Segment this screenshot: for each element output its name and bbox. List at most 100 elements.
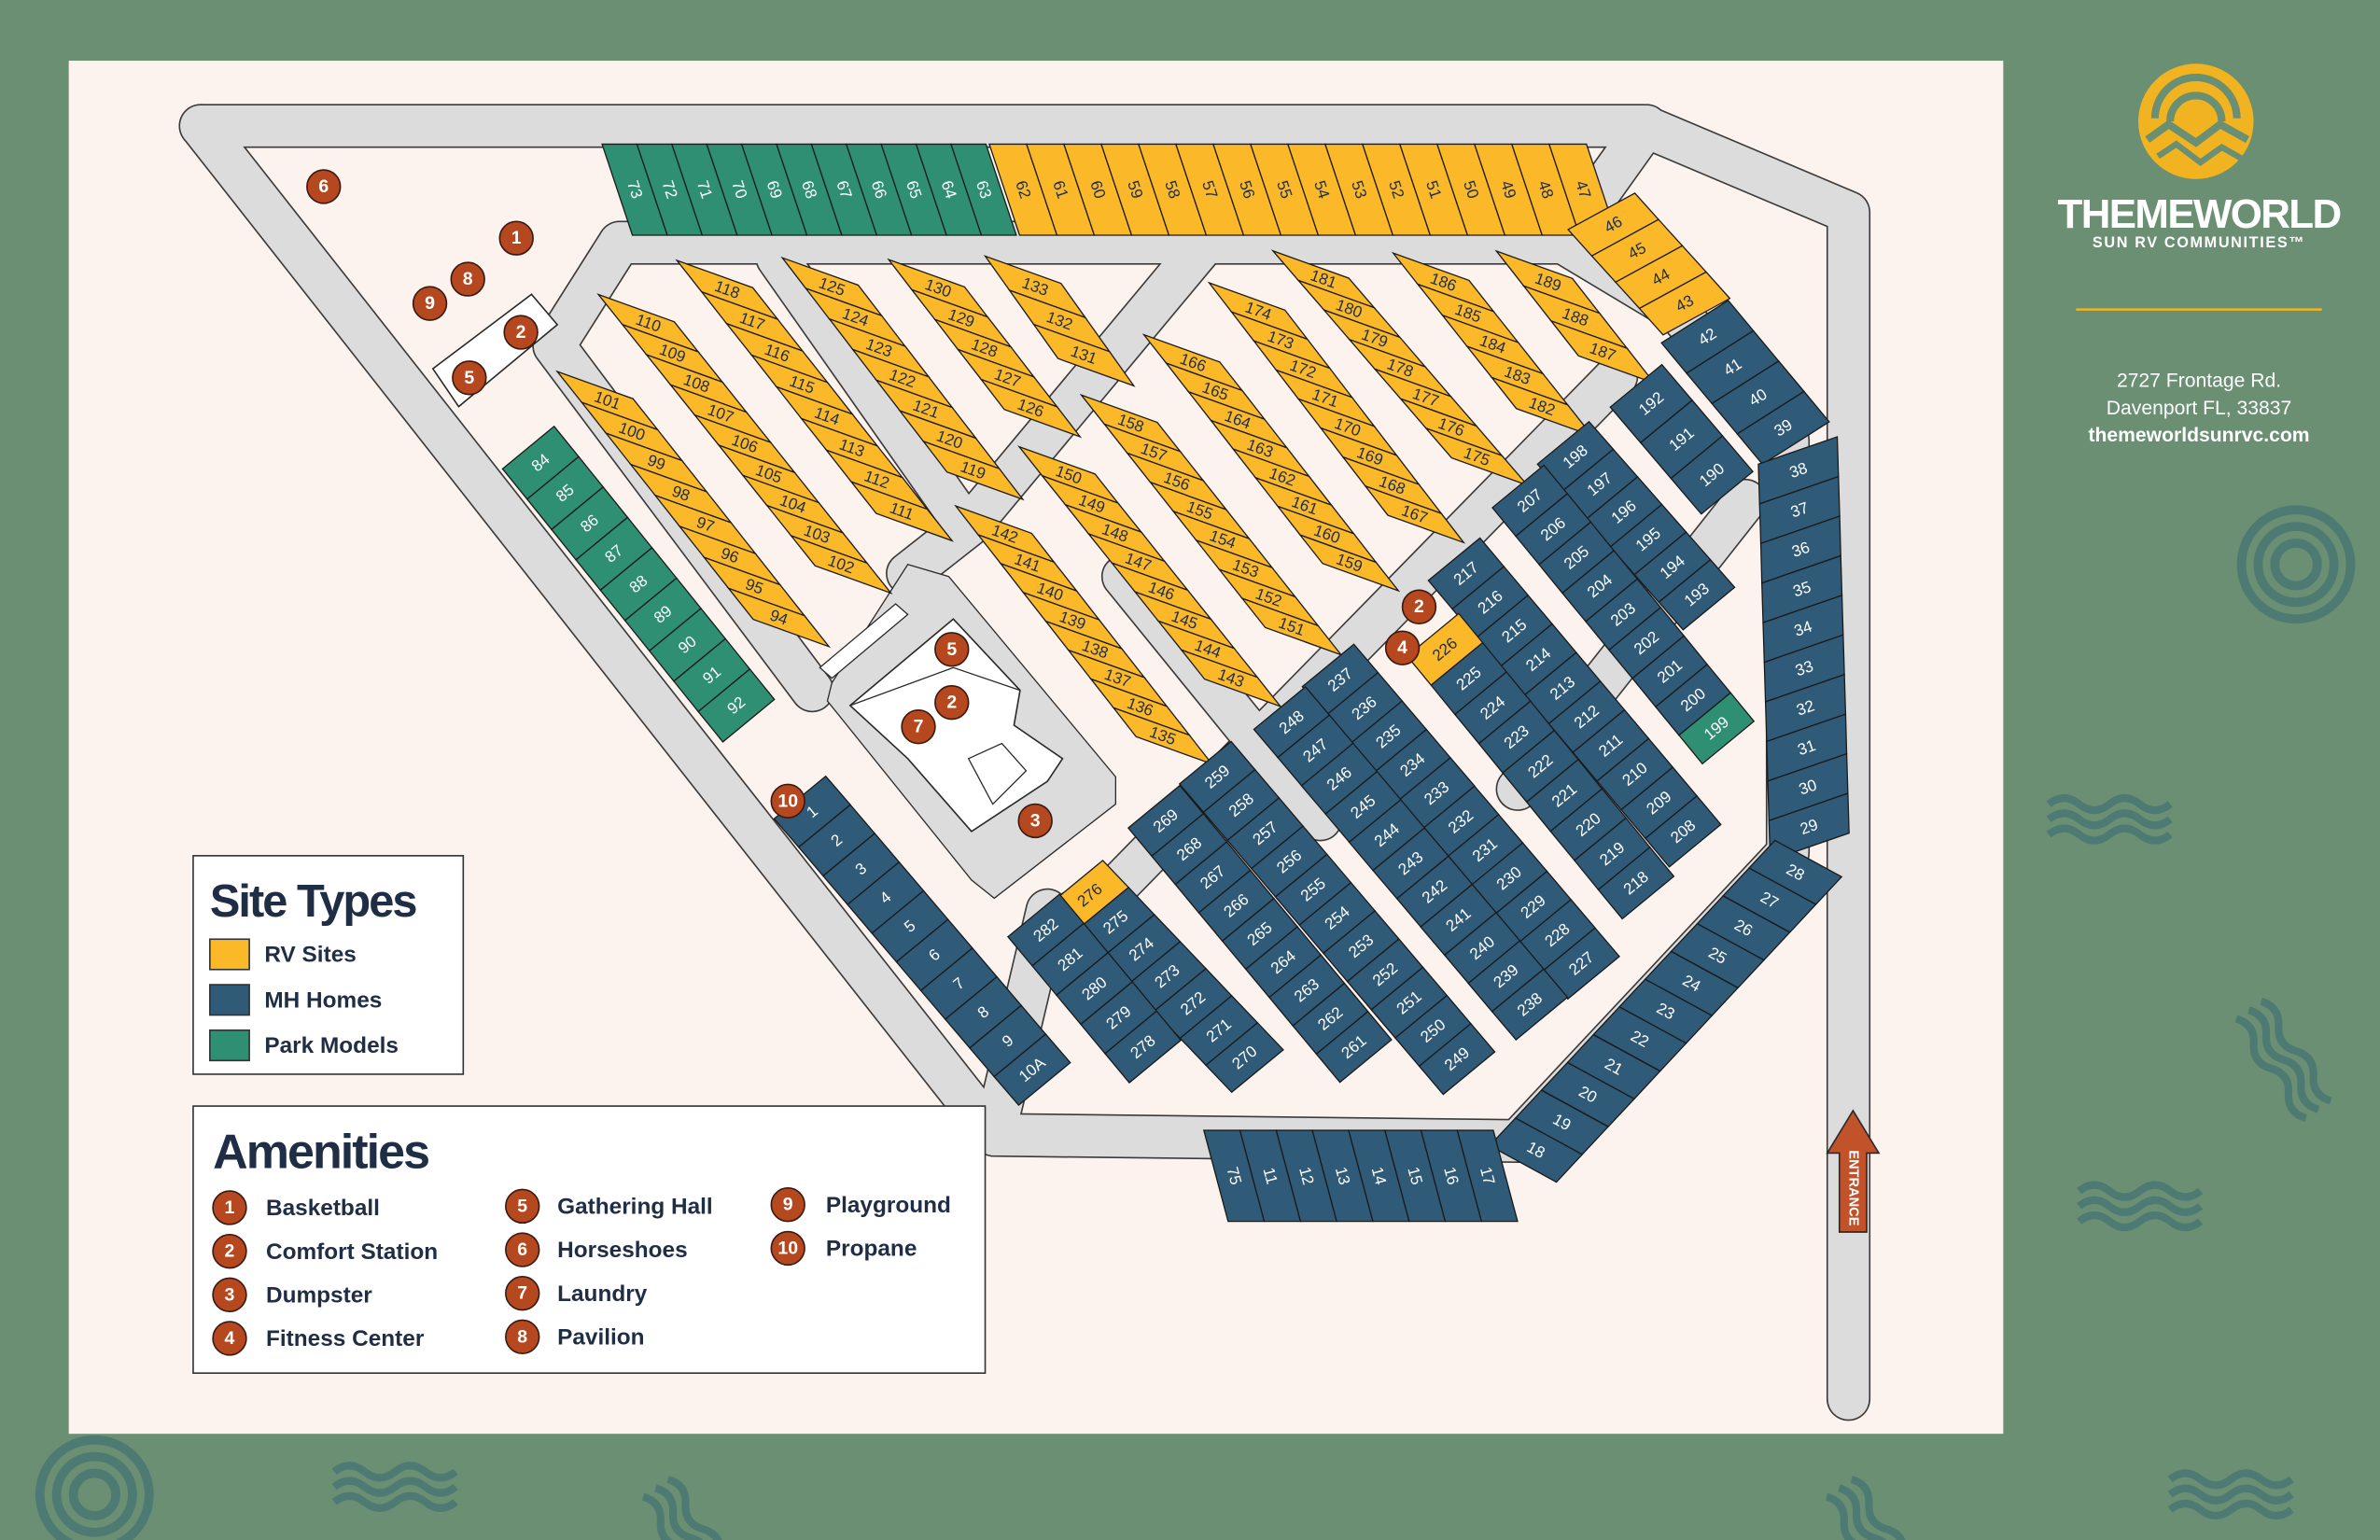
site-lot-5[interactable]: 5	[871, 889, 949, 963]
amenity-marker[interactable]: 2	[934, 684, 970, 721]
amenity-marker[interactable]: 5	[452, 360, 487, 396]
site-lot-98[interactable]: 98	[628, 463, 734, 525]
site-lot-234[interactable]: 234	[1374, 728, 1452, 802]
site-lot-202[interactable]: 202	[1608, 606, 1686, 679]
site-lot-92[interactable]: 92	[697, 667, 776, 743]
site-lot-244[interactable]: 244	[1348, 798, 1426, 872]
site-lot-39[interactable]: 39	[1736, 390, 1830, 466]
site-lot-34[interactable]: 34	[1762, 594, 1844, 664]
site-lot-75[interactable]: 75	[1202, 1129, 1266, 1223]
site-lot-248[interactable]: 248	[1253, 686, 1331, 759]
site-lot-249[interactable]: 249	[1418, 1022, 1496, 1096]
site-lot-51[interactable]: 51	[1398, 143, 1469, 236]
site-lot-35[interactable]: 35	[1761, 554, 1843, 624]
site-lot-232[interactable]: 232	[1421, 785, 1500, 859]
site-lot-235[interactable]: 235	[1350, 700, 1428, 774]
site-lot-269[interactable]: 269	[1127, 784, 1205, 858]
site-lot-119[interactable]: 119	[921, 440, 1025, 501]
site-lot-253[interactable]: 253	[1322, 909, 1400, 983]
site-lot-238[interactable]: 238	[1491, 968, 1569, 1041]
site-lot-282[interactable]: 282	[1007, 893, 1085, 967]
site-lot-72[interactable]: 72	[636, 143, 704, 236]
site-lot-192[interactable]: 192	[1609, 363, 1694, 444]
website-link[interactable]: themeworldsunrvc.com	[2088, 425, 2309, 446]
site-lot-218[interactable]: 218	[1597, 846, 1675, 920]
site-lot-264[interactable]: 264	[1244, 926, 1323, 999]
site-lot-237[interactable]: 237	[1301, 643, 1379, 717]
site-lot-268[interactable]: 268	[1151, 812, 1228, 886]
site-lot-64[interactable]: 64	[915, 143, 983, 236]
site-lot-33[interactable]: 33	[1763, 634, 1845, 703]
site-lot-143[interactable]: 143	[1179, 649, 1282, 708]
site-lot-100[interactable]: 100	[580, 400, 684, 462]
site-lot-95[interactable]: 95	[702, 555, 806, 618]
site-lot-85[interactable]: 85	[525, 455, 605, 531]
site-lot-261[interactable]: 261	[1315, 1010, 1393, 1084]
site-lot-63[interactable]: 63	[950, 143, 1017, 236]
site-lot-211[interactable]: 211	[1572, 708, 1650, 782]
amenity-marker[interactable]: 1	[498, 220, 534, 256]
site-lot-44[interactable]: 44	[1614, 245, 1708, 310]
amenity-marker[interactable]: 3	[1017, 803, 1053, 839]
site-lot-193[interactable]: 193	[1658, 558, 1736, 631]
site-lot-66[interactable]: 66	[845, 143, 913, 236]
site-lot-190[interactable]: 190	[1670, 435, 1755, 515]
site-lot-46[interactable]: 46	[1567, 192, 1660, 258]
amenity-marker[interactable]: 4	[1384, 630, 1421, 665]
site-lot-30[interactable]: 30	[1767, 752, 1849, 822]
site-lot-10A[interactable]: 10A	[993, 1033, 1071, 1107]
site-lot-131[interactable]: 131	[1031, 323, 1136, 387]
site-lot-278[interactable]: 278	[1104, 1010, 1183, 1084]
site-lot-28[interactable]: 28	[1747, 839, 1843, 905]
site-lot-25[interactable]: 25	[1670, 922, 1766, 989]
site-lot-247[interactable]: 247	[1277, 714, 1354, 787]
site-lot-45[interactable]: 45	[1590, 218, 1684, 284]
amenity-marker[interactable]: 8	[450, 261, 485, 297]
site-lot-154[interactable]: 154	[1171, 510, 1274, 569]
site-lot-27[interactable]: 27	[1722, 867, 1817, 933]
site-lot-242[interactable]: 242	[1395, 855, 1474, 928]
site-lot-217[interactable]: 217	[1427, 537, 1505, 610]
site-lot-71[interactable]: 71	[670, 143, 738, 236]
amenity-marker[interactable]: 2	[503, 315, 539, 350]
site-lot-94[interactable]: 94	[726, 587, 832, 649]
site-lot-167[interactable]: 167	[1364, 484, 1466, 544]
site-lot-266[interactable]: 266	[1197, 869, 1275, 943]
amenity-marker[interactable]: 7	[901, 708, 936, 745]
site-lot-99[interactable]: 99	[604, 431, 709, 494]
amenity-marker[interactable]: 5	[934, 632, 970, 667]
site-lot-16[interactable]: 16	[1420, 1129, 1483, 1223]
amenity-marker[interactable]: 2	[1401, 589, 1437, 624]
site-lot-198[interactable]: 198	[1536, 420, 1615, 493]
site-lot-256[interactable]: 256	[1250, 825, 1328, 898]
site-lot-164[interactable]: 164	[1186, 390, 1289, 450]
site-lot-97[interactable]: 97	[653, 494, 758, 555]
amenity-marker[interactable]: 10	[770, 783, 805, 819]
site-lot-274[interactable]: 274	[1101, 914, 1182, 986]
site-lot-254[interactable]: 254	[1298, 881, 1377, 955]
site-lot-87[interactable]: 87	[575, 516, 653, 592]
site-lot-206[interactable]: 206	[1515, 493, 1592, 566]
site-lot-57[interactable]: 57	[1174, 143, 1245, 236]
site-lot-213[interactable]: 213	[1523, 651, 1602, 725]
site-lot-221[interactable]: 221	[1525, 758, 1603, 833]
site-lot-67[interactable]: 67	[810, 143, 878, 236]
entrance-arrow[interactable]: ENTRANCE	[1826, 1109, 1881, 1233]
amenity-marker[interactable]: 9	[412, 286, 448, 321]
site-lot-73[interactable]: 73	[601, 143, 668, 236]
site-lot-224[interactable]: 224	[1453, 671, 1532, 745]
amenity-marker[interactable]: 6	[306, 169, 342, 204]
site-lot-86[interactable]: 86	[551, 485, 629, 561]
site-lot-239[interactable]: 239	[1467, 940, 1545, 1013]
site-lot-226[interactable]: 226	[1406, 612, 1484, 687]
site-lot-258[interactable]: 258	[1202, 768, 1281, 842]
site-lot-37[interactable]: 37	[1758, 475, 1841, 545]
site-lot-210[interactable]: 210	[1596, 737, 1674, 811]
site-lot-36[interactable]: 36	[1759, 515, 1841, 584]
site-lot-223[interactable]: 223	[1477, 700, 1556, 775]
site-lot-270[interactable]: 270	[1205, 1021, 1284, 1094]
site-lot-199[interactable]: 199	[1678, 692, 1756, 765]
site-lot-115[interactable]: 115	[749, 354, 855, 416]
site-lot-215[interactable]: 215	[1475, 594, 1553, 667]
site-lot-208[interactable]: 208	[1644, 794, 1722, 868]
